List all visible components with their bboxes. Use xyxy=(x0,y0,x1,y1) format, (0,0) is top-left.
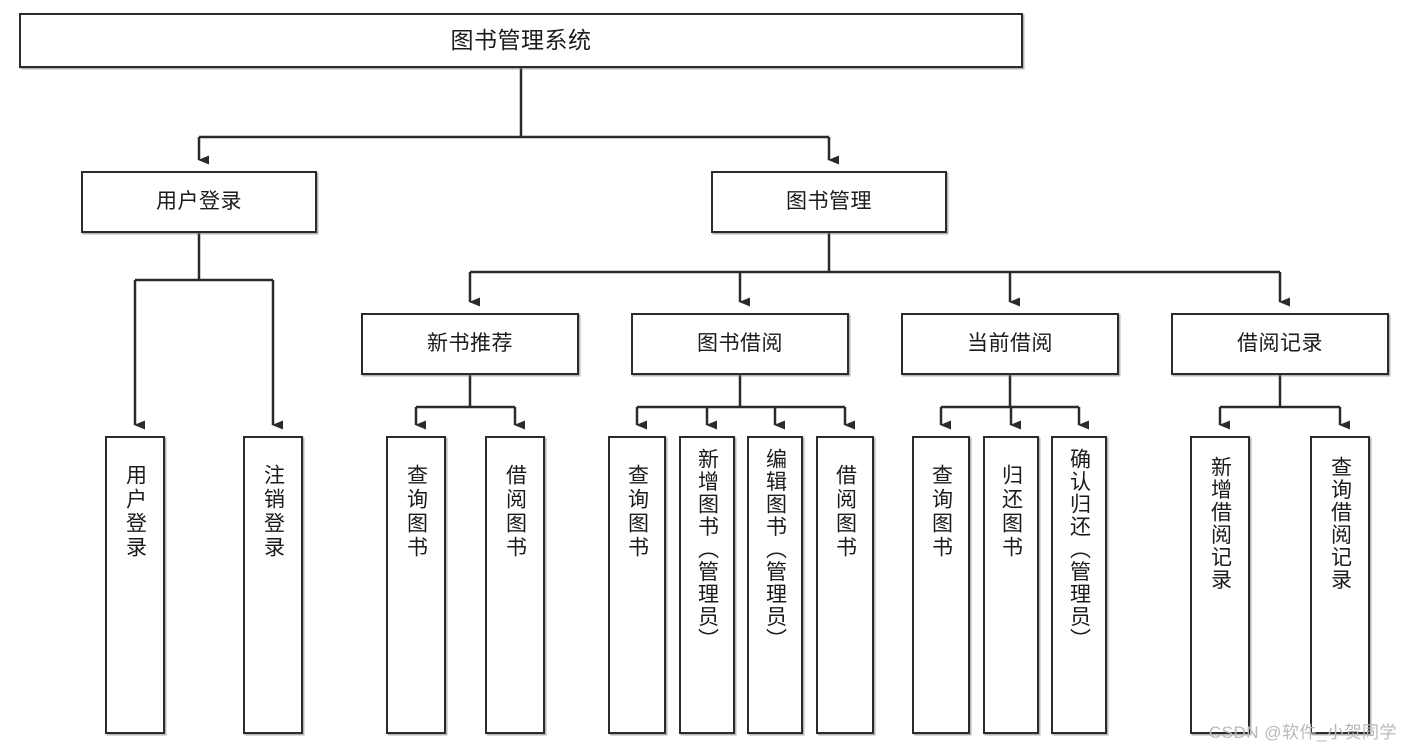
node-leaf-borrow-query-book[interactable]: 查询图书 xyxy=(608,436,666,734)
node-leaf-cur-query-book[interactable]: 查询图书 xyxy=(912,436,970,734)
node-user-login[interactable]: 用户登录 xyxy=(81,171,317,233)
csdn-watermark: CSDN @软件_小贺同学 xyxy=(1208,723,1397,742)
node-leaf-rec-query-book-label: 查询图书 xyxy=(404,464,428,560)
node-leaf-borrow-borrow-book[interactable]: 借阅图书 xyxy=(816,436,874,734)
node-borrow-record[interactable]: 借阅记录 xyxy=(1171,313,1389,375)
node-leaf-borrow-borrow-book-label: 借阅图书 xyxy=(833,464,857,560)
node-leaf-borrow-add-book[interactable]: 新增图书（管理员） xyxy=(679,436,735,734)
node-leaf-rec-query-book[interactable]: 查询图书 xyxy=(386,436,446,734)
node-leaf-rec-borrow-book[interactable]: 借阅图书 xyxy=(485,436,545,734)
node-leaf-user-logout-label: 注销登录 xyxy=(261,464,285,560)
node-current-borrow-label: 当前借阅 xyxy=(967,332,1053,356)
node-leaf-user-logout[interactable]: 注销登录 xyxy=(243,436,303,734)
node-leaf-borrow-add-book-label: 新增图书（管理员） xyxy=(695,448,719,651)
node-leaf-rec-query-record[interactable]: 查询借阅记录 xyxy=(1310,436,1370,734)
node-new-book-recommend-label: 新书推荐 xyxy=(427,332,513,356)
node-leaf-cur-return-book-label: 归还图书 xyxy=(999,464,1023,560)
node-leaf-rec-add-record-label: 新增借阅记录 xyxy=(1208,456,1232,591)
node-new-book-recommend[interactable]: 新书推荐 xyxy=(361,313,579,375)
node-user-login-label: 用户登录 xyxy=(156,190,242,214)
node-book-manage[interactable]: 图书管理 xyxy=(711,171,947,233)
node-leaf-user-login-label: 用户登录 xyxy=(123,464,147,560)
node-leaf-cur-return-book[interactable]: 归还图书 xyxy=(983,436,1039,734)
node-leaf-rec-borrow-book-label: 借阅图书 xyxy=(503,464,527,560)
node-leaf-user-login[interactable]: 用户登录 xyxy=(105,436,165,734)
node-leaf-rec-add-record[interactable]: 新增借阅记录 xyxy=(1190,436,1250,734)
node-leaf-borrow-query-book-label: 查询图书 xyxy=(625,464,649,560)
node-leaf-cur-confirm-return-label: 确认归还（管理员） xyxy=(1067,448,1091,651)
node-leaf-cur-query-book-label: 查询图书 xyxy=(929,464,953,560)
node-leaf-rec-query-record-label: 查询借阅记录 xyxy=(1328,456,1352,591)
node-leaf-borrow-edit-book-label: 编辑图书（管理员） xyxy=(763,448,787,651)
node-current-borrow[interactable]: 当前借阅 xyxy=(901,313,1119,375)
node-leaf-borrow-edit-book[interactable]: 编辑图书（管理员） xyxy=(747,436,803,734)
node-leaf-cur-confirm-return[interactable]: 确认归还（管理员） xyxy=(1051,436,1107,734)
node-book-borrow-label: 图书借阅 xyxy=(697,332,783,356)
node-root[interactable]: 图书管理系统 xyxy=(19,13,1023,68)
node-borrow-record-label: 借阅记录 xyxy=(1237,332,1323,356)
node-book-borrow[interactable]: 图书借阅 xyxy=(631,313,849,375)
node-root-label: 图书管理系统 xyxy=(450,26,592,53)
node-book-manage-label: 图书管理 xyxy=(786,190,872,214)
